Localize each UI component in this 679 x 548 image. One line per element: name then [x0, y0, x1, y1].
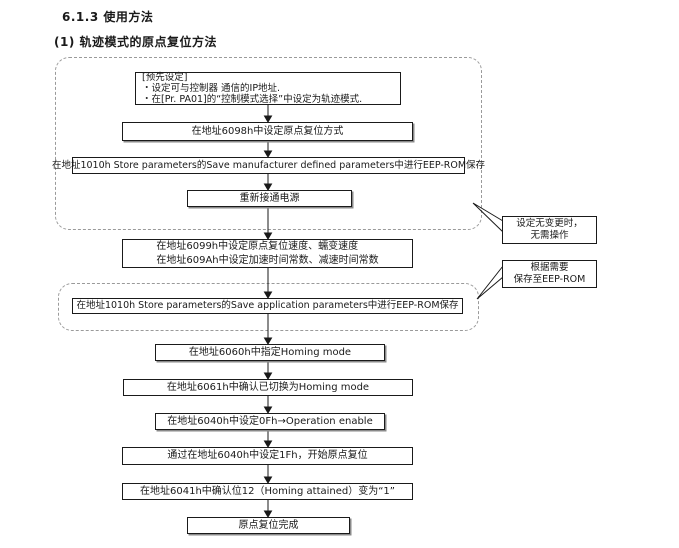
pre-setting-line: ・在[Pr. PA01]的“控制模式选择”中设定为轨迹模式. — [142, 94, 363, 106]
callout-no-change-needed: 设定无变更时， 无需操作 — [502, 216, 597, 244]
section-title: 6.1.3 使用方法 — [62, 10, 154, 24]
dashed-group-save-application — [58, 283, 479, 331]
flow-step-set-speeds: 在地址6099h中设定原点复位速度、蠕变速度 在地址609Ah中设定加速时间常数… — [122, 239, 413, 268]
callout-line: 无需操作 — [530, 230, 569, 241]
dashed-group-initial-setup — [55, 57, 482, 230]
flow-step-confirm-homing-mode: 在地址6061h中确认已切换为Homing mode — [123, 379, 413, 396]
set-speeds-line: 在地址6099h中设定原点复位速度、蠕变速度 — [156, 241, 359, 252]
flow-step-operation-enable: 在地址6040h中设定0Fh→Operation enable — [155, 413, 385, 430]
flow-step-set-homing-method: 在地址6098h中设定原点复位方式 — [122, 122, 413, 141]
set-speeds-line: 在地址609Ah中设定加速时间常数、减速时间常数 — [156, 254, 379, 266]
flow-step-power-cycle: 重新接通电源 — [187, 190, 352, 207]
pre-setting-line: ・设定可与控制器 通信的IP地址. — [142, 82, 281, 94]
flow-step-save-application-params: 在地址1010h Store parameters的Save applicati… — [72, 298, 463, 314]
flow-step-save-manufacturer-params: 在地址1010h Store parameters的Save manufactu… — [52, 157, 485, 174]
subsection-title: (1) 轨迹模式的原点复位方法 — [54, 35, 217, 49]
flow-step-homing-complete: 原点复位完成 — [187, 517, 350, 534]
flow-step-confirm-homing-attained: 在地址6041h中确认位12（Homing attained）变为“1” — [122, 483, 413, 500]
flow-step-start-homing: 通过在地址6040h中设定1Fh，开始原点复位 — [122, 447, 413, 465]
callout-line: 保存至EEP-ROM — [513, 274, 586, 285]
callout-line: 设定无变更时， — [516, 218, 583, 230]
flow-step-select-homing-mode: 在地址6060h中指定Homing mode — [155, 344, 385, 361]
callout-save-eeprom: 根据需要 保存至EEP-ROM — [502, 260, 597, 288]
callout-line: 根据需要 — [530, 262, 569, 274]
pre-setting-line: [预先设定] — [142, 71, 188, 83]
flow-step-pre-setting: [预先设定] ・设定可与控制器 通信的IP地址. ・在[Pr. PA01]的“控… — [135, 72, 401, 105]
